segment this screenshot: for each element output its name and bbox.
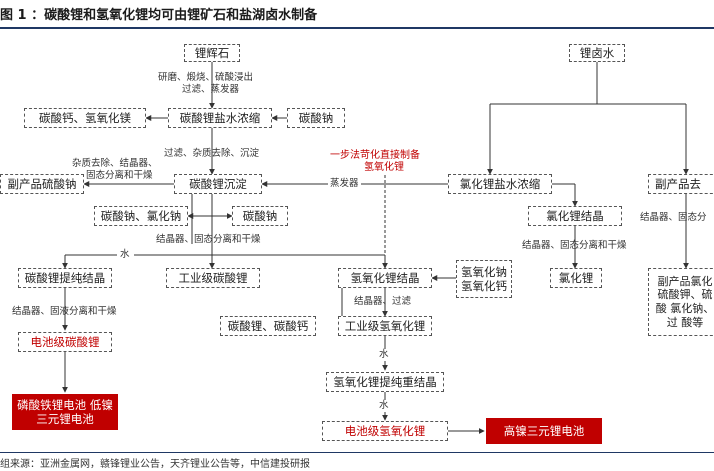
box-carbonate-solution: 碳酸锂盐水浓缩 — [168, 108, 272, 128]
label-cryst-right-edge: 结晶器、固态分 — [640, 212, 707, 223]
box-hydroxide-crystal: 氢氧化锂结晶 — [338, 268, 432, 288]
box-na2co3-b: 碳酸钠 — [232, 206, 288, 226]
box-spodumene: 锂辉石 — [184, 44, 240, 62]
box-na-k-carbonate: 碳酸锂、碳酸钙 — [220, 316, 316, 336]
figure-title: 图 1 ：碳酸锂和氢氧化锂均可由锂矿石和盐湖卤水制备 — [0, 8, 318, 23]
box-byproduct-right2: 副产品氯化 硫酸钾、硫酸 氯化钠、过 酸等 — [648, 268, 714, 336]
label-evaporator: 蒸发器 — [328, 178, 361, 190]
label-water-1: 水 — [379, 349, 389, 361]
label-filter-remove: 过滤、杂质去除、沉淀 — [164, 148, 260, 159]
label-water-2: 水 — [379, 400, 389, 412]
box-battery-hydroxide: 电池级氢氧化锂 — [322, 421, 448, 441]
box-battery-carbonate: 电池级碳酸锂 — [18, 332, 112, 352]
box-industrial-hydroxide: 工业级氢氧化锂 — [338, 316, 432, 336]
title-rule — [0, 27, 714, 29]
box-licl-crystal: 氯化锂结晶 — [528, 206, 622, 226]
label-separation-left: 固态分离和干燥 — [86, 170, 153, 181]
box-byproduct-caco3: 碳酸钙、氢氧化镁 — [24, 108, 146, 128]
box-na2co3-nacl: 碳酸钠、氯化钠 — [94, 206, 188, 226]
label-cryst-sep-right: 结晶器、固态分离和干燥 — [522, 240, 627, 251]
box-byproduct-right: 副产品去 — [648, 174, 714, 194]
box-industrial-carbonate: 工业级碳酸锂 — [166, 268, 260, 288]
label-cryst-filter: 结晶器、过滤 — [354, 296, 412, 307]
box-naoh-caoh: 氢氧化钠 氢氧化钙 — [456, 260, 512, 298]
box-carbonate-precip: 碳酸锂沉淀 — [174, 174, 262, 194]
label-impurity-left: 杂质去除、结晶器、 — [72, 158, 158, 169]
box-licl: 氯化锂 — [550, 268, 602, 288]
label-cryst-liquid: 结晶器、固液分离和干燥 — [12, 306, 117, 317]
box-lfp-battery: 磷酸铁锂电池 低镍三元锂电池 — [12, 394, 118, 430]
source-note: 组来源：亚洲金属网，赣锋锂业公告，天齐锂业公告等，中信建投研报 — [0, 459, 310, 470]
label-cryst-sep-mid: 结晶器、固态分离和干燥 — [156, 234, 261, 245]
label-direct-2: 氢氧化锂 — [364, 162, 404, 173]
label-direct-1: 一步法苛化直接制备 — [330, 150, 420, 161]
bottom-rule — [0, 452, 714, 453]
box-licl-concentrate: 氯化锂盐水浓缩 — [448, 174, 552, 194]
box-high-ni-battery: 高镍三元锂电池 — [486, 418, 602, 444]
box-carbonate-purify: 碳酸锂提纯结晶 — [18, 268, 112, 288]
label-water-left: 水 — [120, 249, 130, 261]
box-na2co3: 碳酸钠 — [287, 108, 345, 128]
box-byproduct-na2so4: 副产品硫酸钠 — [0, 174, 84, 194]
label-grind: 研磨、煅烧、硫酸浸出 — [158, 72, 254, 83]
box-hydroxide-recryst: 氢氧化锂提纯重结晶 — [326, 372, 444, 392]
box-brine: 锂卤水 — [569, 44, 625, 62]
label-filter-evap: 过滤、蒸发器 — [182, 84, 240, 95]
